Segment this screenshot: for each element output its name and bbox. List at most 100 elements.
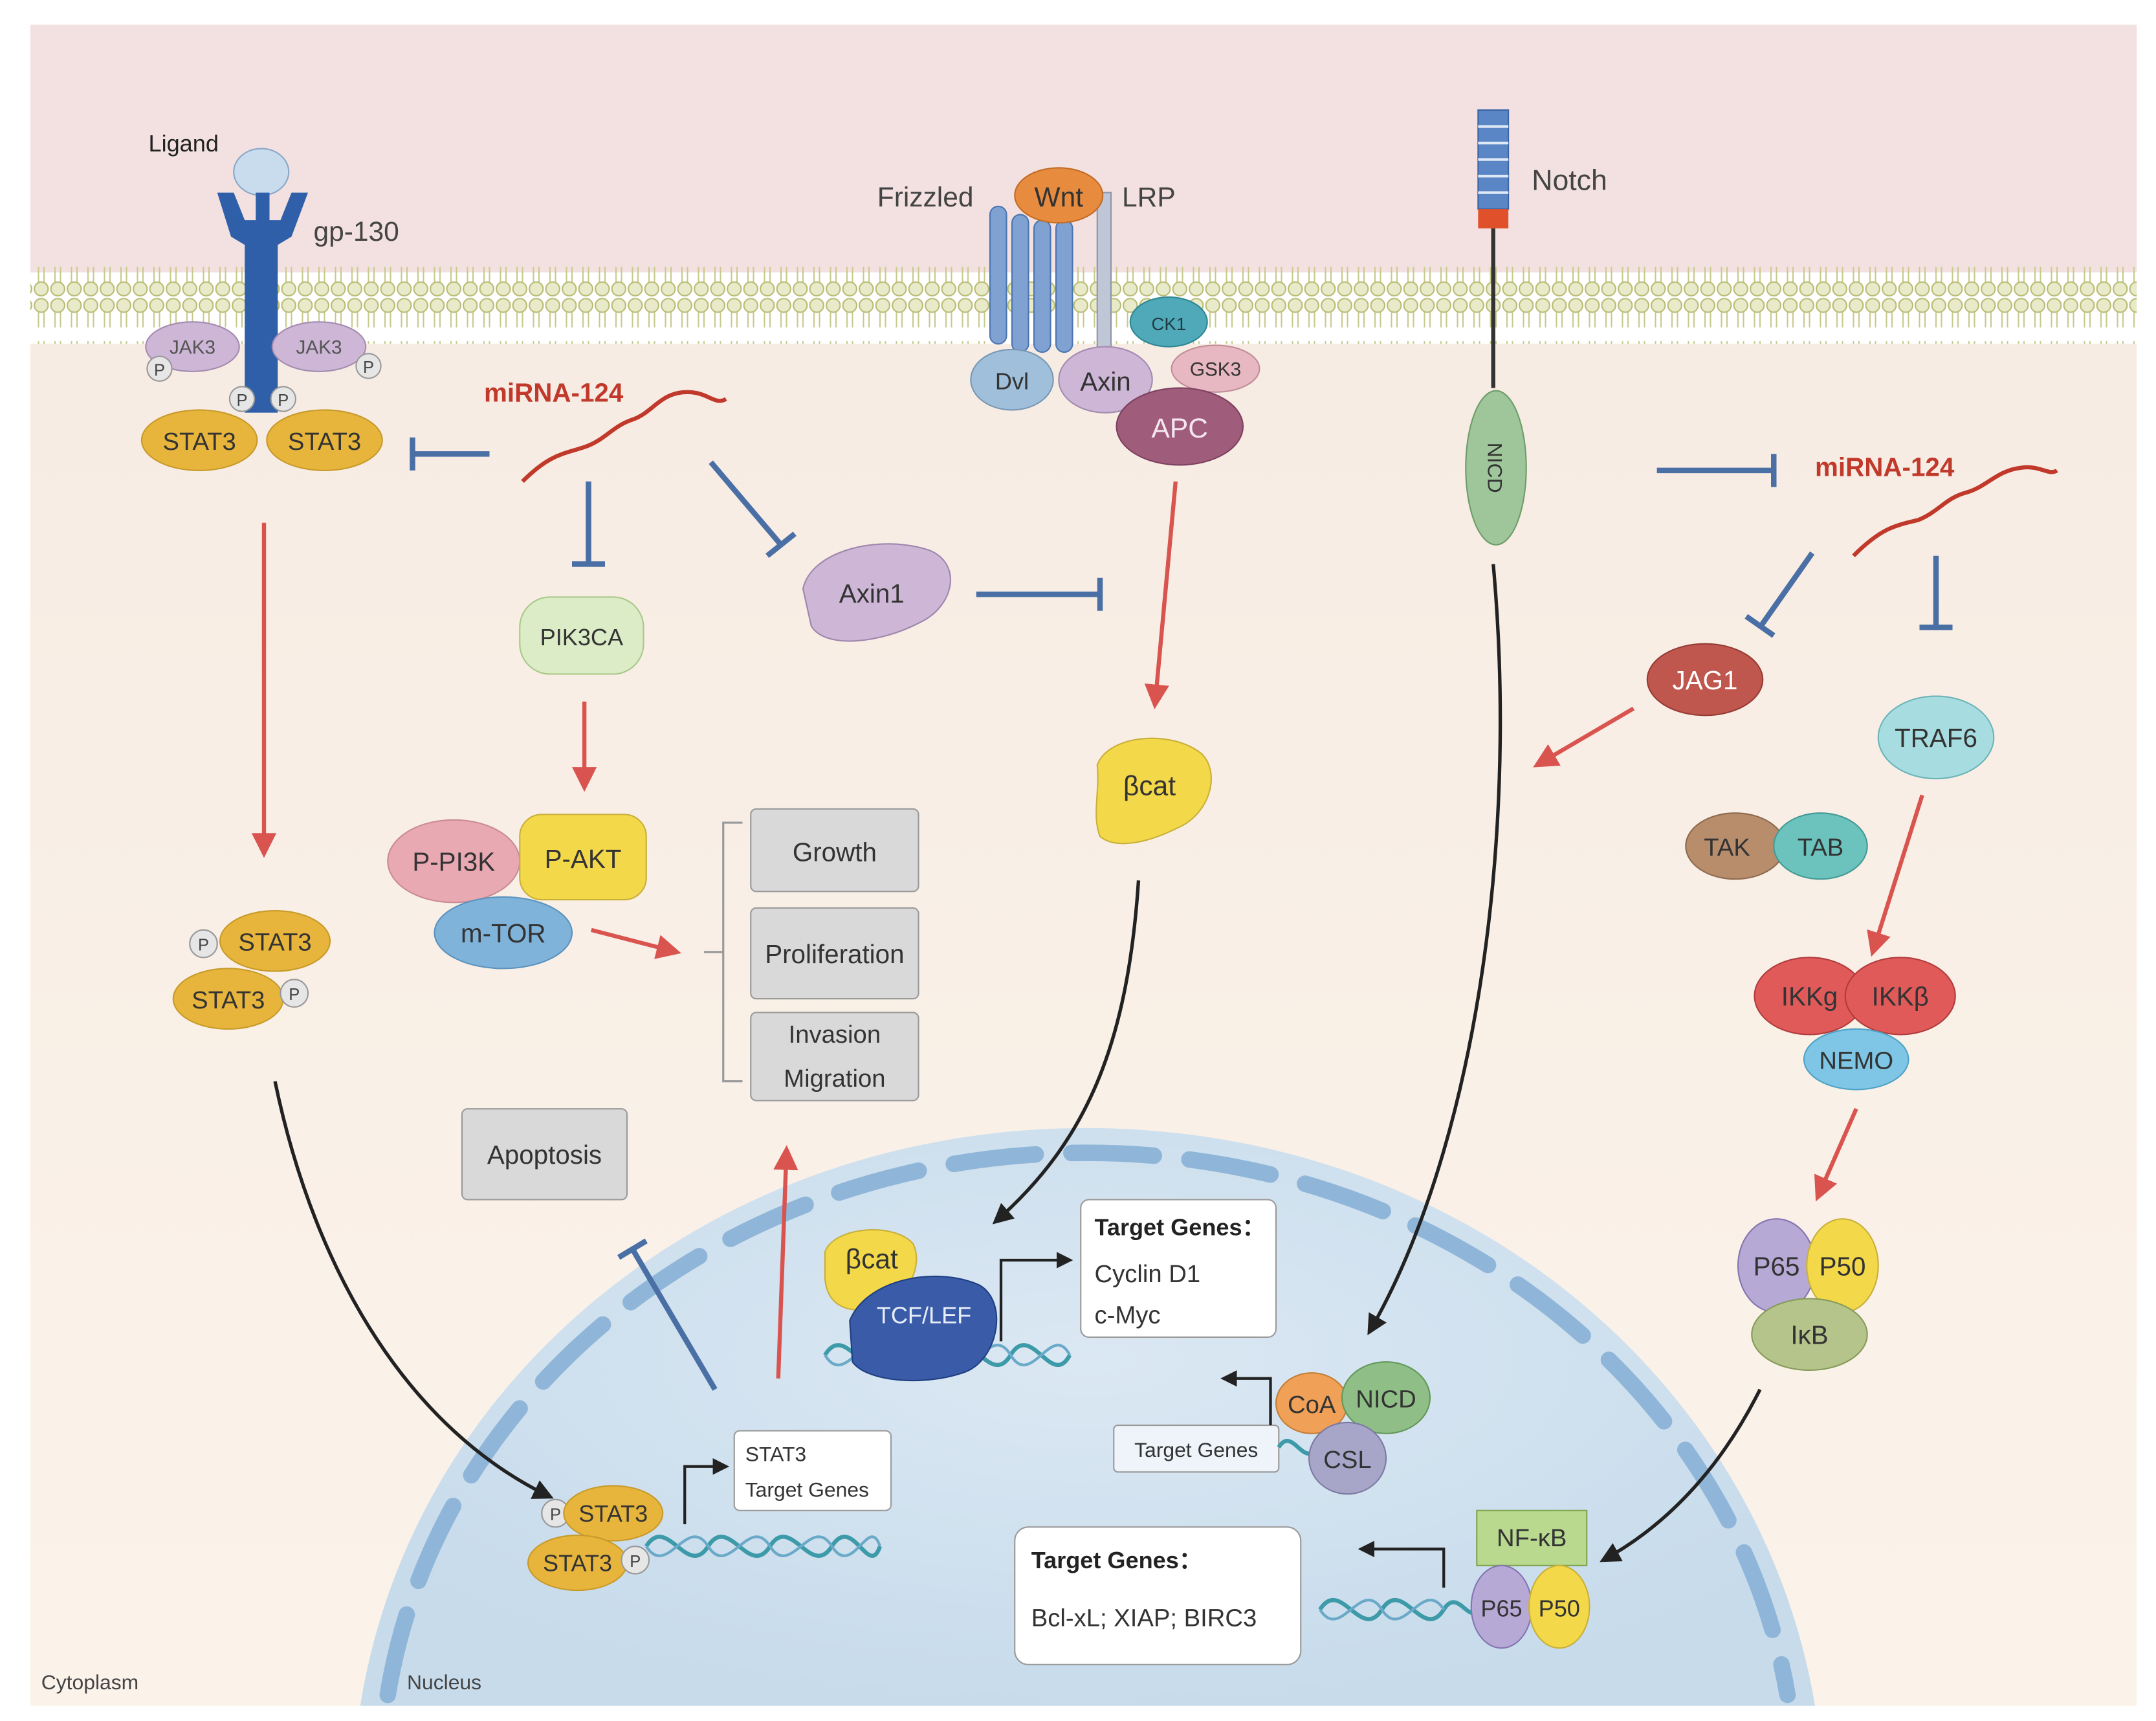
phospho-nuc-1-label: P xyxy=(550,1506,561,1524)
growth-label: Growth xyxy=(793,838,877,867)
tcf-lef-label: TCF/LEF xyxy=(877,1302,971,1329)
ikb-to-nfkb xyxy=(1600,1388,1762,1562)
invasion-migration-box xyxy=(750,1012,919,1102)
notch-receptor: Notch NICD xyxy=(1465,109,1607,546)
stat3-nuclear-bottom-label: STAT3 xyxy=(543,1549,612,1576)
p-pi3k-label: P-PI3K xyxy=(412,847,495,876)
coa-label: CoA xyxy=(1288,1391,1336,1419)
stat3-left-label: STAT3 xyxy=(162,428,236,456)
gp130-receptor xyxy=(217,192,308,413)
stat3-genes-to-invasion xyxy=(773,1145,798,1379)
apc-to-bcat xyxy=(1144,481,1178,709)
notch-target-genes-box xyxy=(1113,1424,1280,1473)
nicd-nuclear xyxy=(1341,1361,1431,1434)
apoptosis-label: Apoptosis xyxy=(487,1140,602,1170)
p-akt-label: P-AKT xyxy=(545,844,622,874)
ikkg-label: IKKg xyxy=(1781,982,1838,1012)
nfkb-target-genes-box xyxy=(1014,1526,1302,1665)
dna-nfkb-strand-2 xyxy=(1319,1599,1446,1621)
wnt-target-genes-box xyxy=(1080,1199,1277,1338)
stat3-left xyxy=(140,409,258,471)
ligand-label: Ligand xyxy=(148,130,218,157)
stat3-right-label: STAT3 xyxy=(288,428,361,456)
mirna-right-strand xyxy=(1852,465,2058,557)
frizzled-helix-2 xyxy=(1011,214,1029,353)
wnt-target-genes-title: Target Genes： xyxy=(1094,1214,1265,1241)
tab xyxy=(1773,812,1868,880)
notch-nuclear-complex: Target Genes CoA NICD CSL xyxy=(1113,1361,1431,1495)
axin-label: Axin xyxy=(1080,367,1131,397)
apc-label: APC xyxy=(1152,414,1208,444)
traf6 xyxy=(1877,695,1995,780)
frizzled-label: Frizzled xyxy=(877,183,974,213)
tcf-lef xyxy=(849,1275,998,1382)
tss-notch xyxy=(1220,1370,1272,1426)
ck1 xyxy=(1129,296,1208,348)
phospho-dimer-1-label: P xyxy=(198,937,209,955)
tss-wnt xyxy=(999,1252,1073,1342)
activation-edges xyxy=(251,481,1924,1379)
nfkb-label: NF-κB xyxy=(1497,1524,1567,1552)
dvl xyxy=(970,348,1054,411)
axin1-inhibits-bcat xyxy=(976,577,1103,611)
csl xyxy=(1308,1421,1387,1495)
wnt-nuclear-complex: βcat TCF/LEF Target Genes： Cyclin D1 c-M… xyxy=(823,1199,1277,1382)
ikb-label: IκB xyxy=(1790,1320,1828,1350)
nemo xyxy=(1803,1028,1909,1091)
p50-nuclear xyxy=(1528,1564,1590,1649)
jak3-left xyxy=(145,321,240,372)
jak3-right-label: JAK3 xyxy=(296,337,342,358)
p-akt xyxy=(519,814,647,901)
wnt-label: Wnt xyxy=(1034,183,1083,213)
nicd-nuclear-label: NICD xyxy=(1356,1385,1416,1413)
pik3ca xyxy=(519,596,644,675)
lrp-receptor xyxy=(1096,192,1112,356)
axin xyxy=(1058,346,1153,414)
stat3-target-genes-line1: STAT3 xyxy=(745,1442,806,1465)
notch-cleavage-site xyxy=(1478,209,1509,228)
m-tor xyxy=(434,896,573,970)
wnt-receptor-complex: Frizzled LRP Wnt Dvl CK1 Axin GSK3 APC xyxy=(877,167,1260,466)
phospho-nuc-2 xyxy=(621,1545,650,1575)
nicd-membrane xyxy=(1465,390,1527,546)
p65-cyto-label: P65 xyxy=(1754,1251,1800,1281)
nicd-membrane-label: NICD xyxy=(1483,443,1506,493)
stat3-nuclear-top-label: STAT3 xyxy=(578,1500,648,1527)
csl-label: CSL xyxy=(1323,1446,1371,1474)
m-tor-label: m-TOR xyxy=(461,918,546,948)
phospho-nuc-2-label: P xyxy=(630,1553,641,1571)
mtor-to-outcomes xyxy=(590,927,681,959)
phospho-4-label: P xyxy=(278,392,289,410)
translocation-edges xyxy=(273,564,1762,1562)
nfkb-target-genes-list: Bcl-xL; XIAP; BIRC3 xyxy=(1031,1604,1257,1632)
phospho-4 xyxy=(270,386,296,412)
stat3-dimer-bottom-label: STAT3 xyxy=(192,986,265,1014)
proliferation-box xyxy=(750,907,919,1000)
gsk3-label: GSK3 xyxy=(1190,359,1241,380)
notch-label: Notch xyxy=(1532,164,1607,196)
nfkb-box xyxy=(1476,1509,1588,1566)
phospho-2-label: P xyxy=(363,359,374,377)
nicd-to-nucleus xyxy=(1367,564,1502,1336)
p65-nuclear-label: P65 xyxy=(1480,1595,1522,1621)
stat3-nuclear-complex: P STAT3 STAT3 P STAT3 Target Genes xyxy=(527,1430,892,1592)
axin1 xyxy=(802,543,952,642)
phospho-dimer-2 xyxy=(280,979,309,1008)
ck1-label: CK1 xyxy=(1151,314,1186,334)
jag1-to-notch xyxy=(1533,706,1635,768)
frizzled-helix-1 xyxy=(989,205,1007,345)
phospho-1-label: P xyxy=(154,361,165,379)
apc xyxy=(1116,387,1244,466)
notch-target-genes-label: Target Genes xyxy=(1134,1438,1258,1461)
tss-nfkb xyxy=(1358,1540,1446,1588)
cell-membrane xyxy=(30,264,2137,344)
cytoplasm-label: Cytoplasm xyxy=(41,1671,138,1694)
phospho-1 xyxy=(146,355,173,382)
mirna-inhibits-axin1 xyxy=(709,460,797,559)
nucleus-label: Nucleus xyxy=(407,1671,481,1694)
nfkb-target-genes-title: Target Genes： xyxy=(1031,1547,1202,1573)
ligand xyxy=(233,148,290,196)
stat3-target-genes-line2: Target Genes xyxy=(745,1478,869,1502)
axin1-label: Axin1 xyxy=(839,579,905,608)
stat3-dimer-top-label: STAT3 xyxy=(238,929,311,957)
